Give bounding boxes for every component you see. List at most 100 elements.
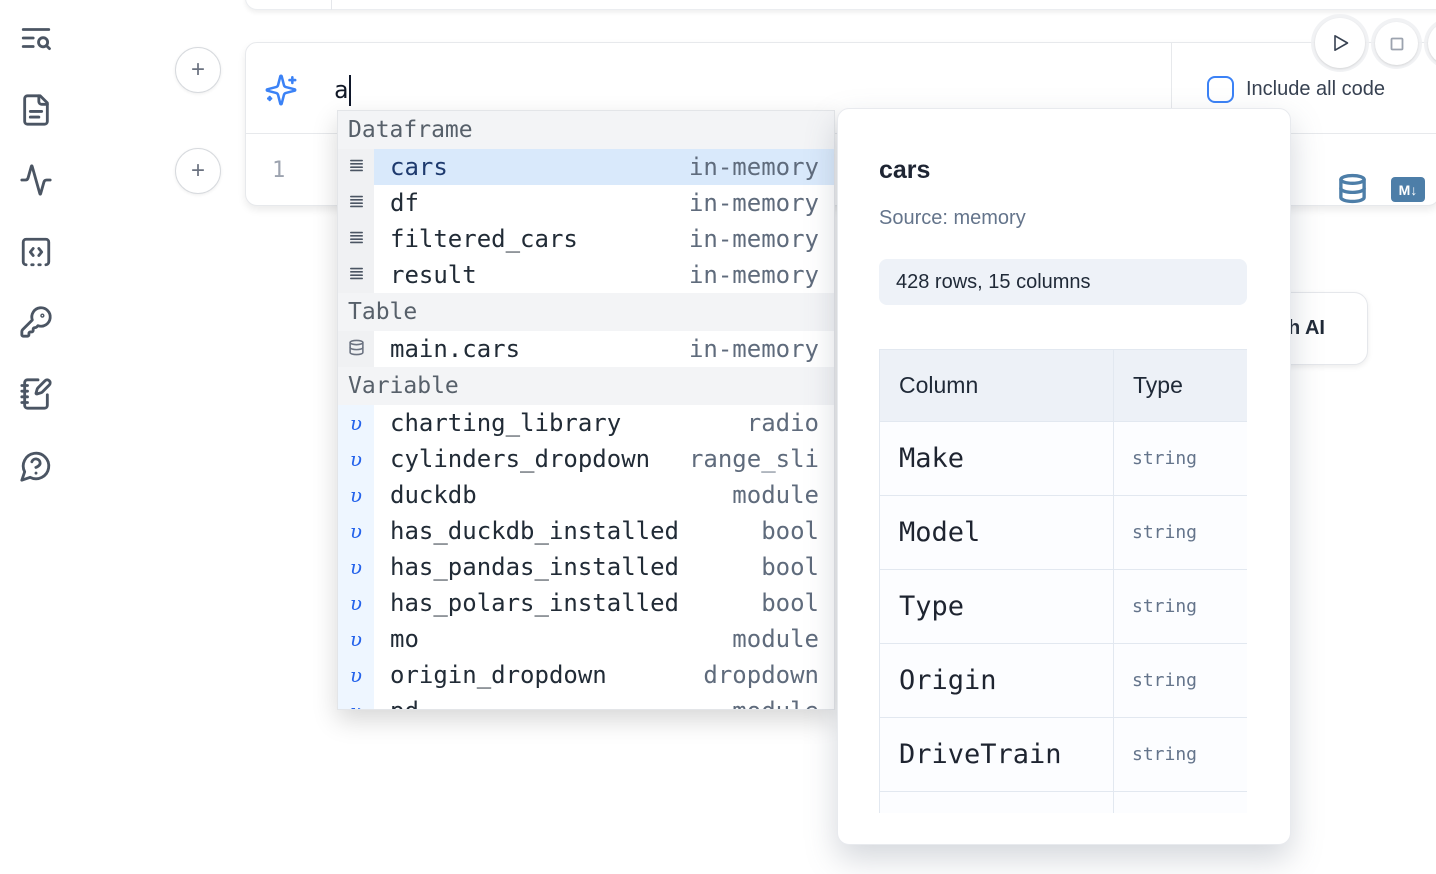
completion-type: bool <box>761 553 819 581</box>
completion-type: in-memory <box>688 153 819 181</box>
autocomplete-item-cylinders_dropdown[interactable]: υ cylinders_dropdown range_sli <box>338 441 834 477</box>
autocomplete-item-pd[interactable]: υ pd module <box>338 693 834 709</box>
add-cell-below-button[interactable]: + <box>175 148 221 194</box>
sidebar-file-document-button[interactable] <box>17 93 55 131</box>
completion-type: range_sli <box>688 445 819 473</box>
shape-badge: 428 rows, 15 columns <box>879 259 1247 305</box>
sparkles-icon <box>264 73 298 107</box>
autocomplete-item-has_pandas_installed[interactable]: υ has_pandas_installed bool <box>338 549 834 585</box>
help-chat-icon <box>19 449 53 488</box>
completion-type: module <box>732 481 819 509</box>
completion-type: radio <box>746 409 819 437</box>
variable-icon: υ <box>350 701 362 709</box>
schema-column-name: DriveTrain <box>879 717 1114 792</box>
add-cell-above-button[interactable]: + <box>175 47 221 93</box>
autocomplete-item-has_polars_installed[interactable]: υ has_polars_installed bool <box>338 585 834 621</box>
sidebar-notebook-pen-button[interactable] <box>17 377 55 415</box>
completion-type: module <box>720 697 819 709</box>
completion-name: main.cars <box>390 335 521 363</box>
completion-type: in-memory <box>688 261 819 289</box>
sidebar-key-button[interactable] <box>17 305 55 343</box>
autocomplete-item-duckdb[interactable]: υ duckdb module <box>338 477 834 513</box>
schema-column-name: Make <box>879 421 1114 496</box>
stop-icon <box>1390 37 1403 50</box>
sidebar-code-snippet-button[interactable] <box>17 235 55 273</box>
completion-type: bool <box>761 589 819 617</box>
autocomplete-section-header: Table <box>338 293 834 331</box>
completion-name: pd <box>390 697 419 709</box>
schema-column-type: string <box>1113 495 1247 570</box>
completion-name: charting_library <box>390 409 622 437</box>
text-cursor <box>349 74 352 106</box>
schema-column-type: string <box>1113 421 1247 496</box>
text-search-icon <box>19 21 53 60</box>
variable-icon: υ <box>349 663 363 687</box>
schema-column-type: string <box>1113 643 1247 718</box>
completion-name: cylinders_dropdown <box>390 445 651 473</box>
autocomplete-section-header: Variable <box>338 367 834 405</box>
run-cell-button[interactable] <box>1315 18 1365 68</box>
completion-name: result <box>390 261 477 289</box>
autocomplete-item-result[interactable]: result in-memory <box>338 257 834 293</box>
dataframe-preview-popup: cars Source: memory 428 rows, 15 columns… <box>837 108 1291 845</box>
completion-name: cars <box>390 153 448 181</box>
sidebar-help-chat-button[interactable] <box>17 449 55 487</box>
extra-control-button[interactable] <box>1428 22 1436 65</box>
file-document-icon <box>19 93 53 132</box>
variable-icon: υ <box>349 447 363 471</box>
completion-type: bool <box>761 517 819 545</box>
variable-icon: υ <box>349 555 363 579</box>
sidebar-activity-pulse-button[interactable] <box>17 163 55 201</box>
include-all-code-checkbox[interactable] <box>1207 75 1234 103</box>
dataframe-rows-icon <box>348 229 365 250</box>
preview-source: Source: memory <box>879 207 1026 229</box>
markdown-cell-icon[interactable]: M↓ <box>1391 177 1425 202</box>
ai-prompt-value: a <box>334 76 349 104</box>
autocomplete-item-cars[interactable]: cars in-memory <box>338 149 834 185</box>
schema-column-name: Type <box>879 569 1114 644</box>
database-icon <box>348 339 365 360</box>
autocomplete-item-origin_dropdown[interactable]: υ origin_dropdown dropdown <box>338 657 834 693</box>
sidebar-text-search-button[interactable] <box>17 21 55 59</box>
ai-prompt-input[interactable]: a <box>334 72 934 108</box>
ai-row-divider <box>1171 43 1172 133</box>
completion-type: in-memory <box>688 189 819 217</box>
include-all-code-label: Include all code <box>1246 77 1385 100</box>
variable-icon: υ <box>349 627 363 651</box>
type-header: Type <box>1113 349 1247 422</box>
completion-type: in-memory <box>688 225 819 253</box>
completion-name: duckdb <box>390 481 477 509</box>
schema-column-name: Model <box>879 495 1114 570</box>
stop-cell-button[interactable] <box>1375 22 1418 65</box>
completion-type: module <box>732 625 819 653</box>
schema-column-type: string <box>1113 717 1247 792</box>
preview-title: cars <box>879 156 931 184</box>
completion-name: origin_dropdown <box>390 661 607 689</box>
column-header: Column <box>879 349 1114 422</box>
dataframe-rows-icon <box>348 193 365 214</box>
sql-cell-database-icon[interactable] <box>1337 173 1368 204</box>
schema-column-type: string <box>1113 569 1247 644</box>
autocomplete-item-mo[interactable]: υ mo module <box>338 621 834 657</box>
variable-icon: υ <box>349 591 363 615</box>
variable-icon: υ <box>349 483 363 507</box>
dataframe-rows-icon <box>348 265 365 286</box>
completion-name: mo <box>390 625 419 653</box>
completion-name: has_pandas_installed <box>390 553 679 581</box>
dataframe-rows-icon <box>348 157 365 178</box>
completion-name: has_polars_installed <box>390 589 679 617</box>
variable-icon: υ <box>349 519 363 543</box>
completion-type: dropdown <box>703 661 819 689</box>
activity-pulse-icon <box>19 163 53 202</box>
